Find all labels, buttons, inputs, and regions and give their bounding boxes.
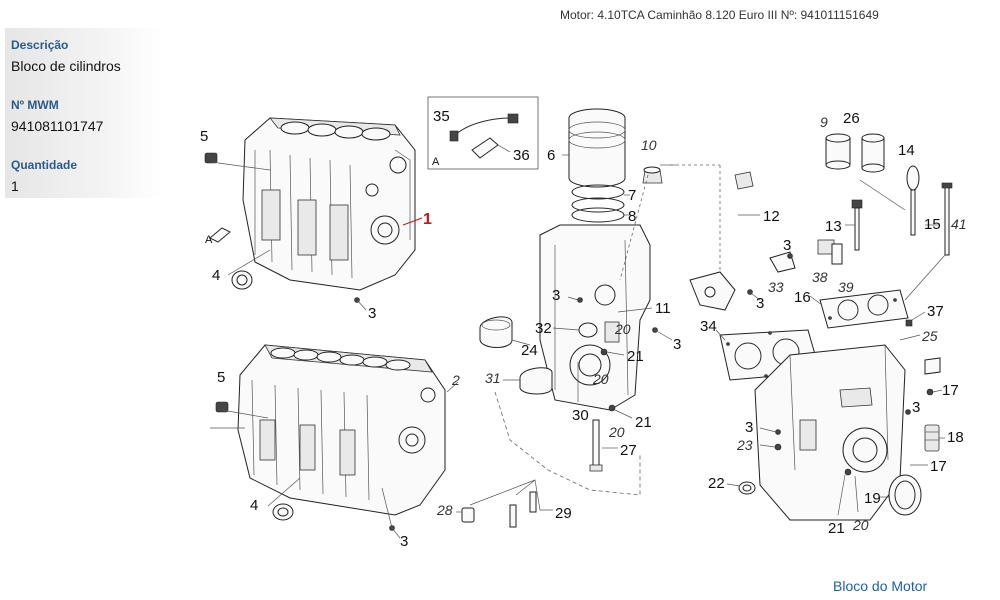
- callout-3-center: 3: [552, 287, 560, 304]
- callout-a-inset: A: [432, 156, 440, 168]
- description-value: Bloco de cilindros: [11, 58, 121, 74]
- mwm-number-value: 941081101747: [11, 118, 104, 134]
- callout-4-top: 4: [212, 267, 220, 284]
- callout-5-top: 5: [200, 128, 208, 145]
- quantity-label: Quantidade: [11, 158, 78, 172]
- plug-part-12[interactable]: [734, 171, 754, 190]
- cylinder-liner-part-6[interactable]: [568, 108, 626, 188]
- callout-20-a: 20: [614, 321, 631, 337]
- guide-tube-part-41[interactable]: [941, 182, 953, 256]
- callout-9: 9: [820, 114, 828, 130]
- plug-part-18[interactable]: [924, 424, 940, 452]
- callout-36: 36: [513, 147, 530, 164]
- callout-37: 37: [927, 303, 944, 320]
- bolt-part-13[interactable]: [851, 199, 863, 251]
- callout-12: 12: [763, 208, 780, 225]
- callout-27: 27: [620, 442, 637, 459]
- callout-15: 15: [924, 216, 941, 233]
- callout-3-right-upper: 3: [783, 237, 791, 254]
- callout-19: 19: [864, 490, 881, 507]
- callout-24: 24: [521, 342, 538, 359]
- quantity-value: 1: [11, 178, 19, 194]
- callout-3-bottom-block: 3: [400, 533, 408, 550]
- dowel-part-28[interactable]: [461, 507, 475, 523]
- bushing-part-4-top[interactable]: [231, 270, 253, 290]
- callout-21-lower: 21: [635, 414, 652, 431]
- callout-20-b: 20: [592, 371, 609, 387]
- callout-7: 7: [628, 187, 636, 204]
- callout-16: 16: [794, 289, 811, 306]
- callout-3-right-block: 3: [912, 399, 920, 416]
- part-info-panel: Descrição Bloco de cilindros Nº MWM 9410…: [5, 28, 163, 198]
- callout-29: 29: [555, 505, 572, 522]
- callout-10: 10: [641, 137, 657, 153]
- callout-11: 11: [655, 300, 671, 317]
- bushing-part-4-bottom[interactable]: [272, 503, 294, 521]
- callout-1-highlighted: 1: [423, 211, 432, 228]
- mwm-number-label: Nº MWM: [11, 98, 59, 112]
- callout-18: 18: [947, 429, 964, 446]
- description-label: Descrição: [11, 38, 69, 52]
- bush-part-9[interactable]: [825, 133, 851, 170]
- plug-part-10[interactable]: [642, 166, 663, 184]
- dowel-part-29[interactable]: [509, 491, 537, 528]
- callout-21-upper: 21: [627, 348, 644, 365]
- callout-38: 38: [812, 269, 828, 285]
- callout-33: 33: [768, 279, 784, 295]
- callout-3-top-block: 3: [368, 305, 376, 322]
- callout-22: 22: [708, 475, 725, 492]
- plug-part-22[interactable]: [738, 481, 756, 495]
- callout-20-c: 20: [608, 424, 625, 440]
- callout-3-right-mid: 3: [756, 295, 764, 312]
- seal-part-19[interactable]: [888, 474, 922, 516]
- callout-28: 28: [436, 502, 453, 518]
- main-bearing-part-24[interactable]: [479, 316, 513, 348]
- thrust-washer-part-31[interactable]: [519, 367, 553, 395]
- callout-23: 23: [736, 437, 753, 453]
- engine-header: Motor: 4.10TCA Caminhão 8.120 Euro III N…: [560, 8, 879, 22]
- bolt-part-27[interactable]: [589, 419, 603, 472]
- callout-a-top: A: [205, 234, 213, 246]
- callout-39: 39: [838, 279, 854, 295]
- callout-8: 8: [628, 208, 636, 225]
- callout-20-d: 20: [852, 517, 869, 533]
- callout-4-bottom: 4: [250, 497, 258, 514]
- callout-17-lower: 17: [930, 458, 947, 475]
- callout-2: 2: [451, 372, 460, 388]
- callout-6: 6: [547, 147, 555, 164]
- gasket-part-16[interactable]: [819, 289, 909, 329]
- callout-41: 41: [951, 216, 967, 232]
- callout-31: 31: [485, 370, 501, 386]
- callout-5-bottom: 5: [217, 369, 225, 386]
- callout-25: 25: [921, 328, 938, 344]
- cylinder-block-4cyl[interactable]: [242, 117, 416, 291]
- bush-part-26[interactable]: [861, 133, 885, 173]
- callout-26: 26: [843, 110, 860, 127]
- sleeve-part-37[interactable]: [924, 357, 941, 375]
- callout-35: 35: [433, 108, 450, 125]
- callout-34: 34: [700, 318, 717, 335]
- dipstick-part-14[interactable]: [906, 165, 920, 236]
- plug-part-5-bottom[interactable]: [215, 401, 229, 413]
- callout-30: 30: [572, 407, 589, 424]
- bushing-part-32[interactable]: [578, 322, 598, 338]
- callout-17-upper: 17: [942, 382, 959, 399]
- callout-32: 32: [535, 320, 552, 337]
- center-block-front-view[interactable]: [539, 224, 651, 411]
- nozzle-part-38[interactable]: [817, 239, 843, 265]
- plug-part-5-top[interactable]: [204, 152, 218, 164]
- cylinder-block-6cyl[interactable]: [237, 344, 446, 516]
- right-block-section[interactable]: [754, 344, 906, 521]
- o-ring-part-8[interactable]: [571, 207, 625, 223]
- o-ring-part-7[interactable]: [571, 184, 625, 200]
- callout-13: 13: [825, 218, 842, 235]
- callout-3-lower-right: 3: [745, 419, 753, 436]
- sensor-inset-box: [427, 96, 539, 170]
- engine-block-link[interactable]: Bloco do Motor: [833, 578, 928, 594]
- callout-14: 14: [898, 142, 915, 159]
- callout-3-center-right: 3: [673, 336, 681, 353]
- callout-21-bottom-right: 21: [828, 520, 845, 537]
